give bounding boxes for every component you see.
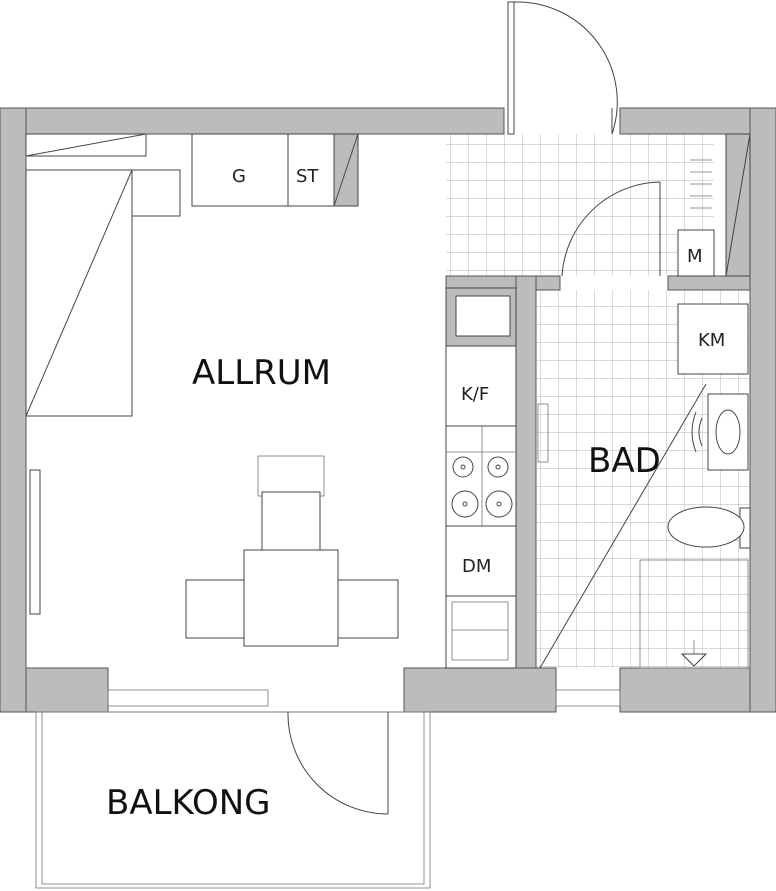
- sink-unit: [445, 595, 517, 669]
- fridge-freezer: [445, 345, 517, 427]
- towel-rail: [537, 403, 549, 463]
- room-label-bad: BAD: [588, 441, 661, 481]
- kitchen-shaft: [445, 287, 517, 347]
- wall-cabinet: [25, 133, 147, 157]
- label-fridge-freezer: K/F: [461, 384, 489, 405]
- hall-tile-floor: [446, 134, 714, 276]
- dining-set: [185, 455, 399, 647]
- washbasin: [691, 393, 749, 471]
- radiator: [29, 469, 41, 615]
- walls: [0, 107, 776, 713]
- duct: [333, 133, 359, 207]
- label-washing-machine: KM: [698, 330, 725, 351]
- washing-machine: [677, 303, 749, 375]
- storage-box: [287, 133, 335, 207]
- stove-box: [191, 133, 289, 207]
- bath-diagonal: [539, 383, 707, 669]
- entrance-door: [507, 1, 618, 135]
- label-storage: ST: [296, 166, 319, 187]
- toilet: [667, 506, 751, 549]
- shower-area: [639, 559, 749, 669]
- room-label-balkong: BALKONG: [106, 783, 271, 823]
- label-stove: G: [232, 166, 246, 187]
- label-dishwasher: DM: [462, 556, 491, 577]
- cooktop: [445, 425, 517, 527]
- hall-cabinet: [677, 133, 751, 277]
- room-label-allrum: ALLRUM: [192, 353, 331, 393]
- bath-door: [561, 181, 661, 277]
- dishwasher: [445, 525, 517, 597]
- bed: [25, 169, 181, 417]
- label-m: M: [687, 246, 703, 267]
- balcony: [35, 711, 431, 889]
